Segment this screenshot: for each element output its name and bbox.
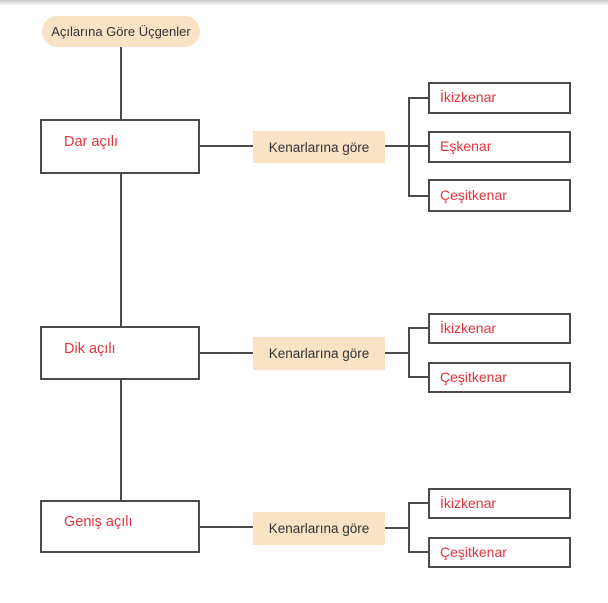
- connector-genis-to-tag: [200, 526, 253, 528]
- node-dar-acili: Dar açılı: [40, 119, 200, 174]
- page-top-shadow: [0, 0, 608, 6]
- branch-spine-1: [408, 97, 410, 197]
- connector-tag1-to-branch: [385, 145, 408, 147]
- kenarlarina-gore-tag-2-label: Kenarlarına göre: [268, 346, 370, 361]
- branch-stub-1c: [410, 195, 428, 197]
- node-cesitkenar-1: Çeşitkenar: [428, 179, 571, 212]
- node-genis-acili-label: Geniş açılı: [64, 514, 133, 530]
- node-ikizkenar-2: İkizkenar: [428, 313, 571, 344]
- connector-root-to-dar: [120, 47, 122, 119]
- connector-tag2-to-branch: [385, 352, 408, 354]
- branch-stub-3a: [410, 502, 428, 504]
- node-dik-acili: Dik açılı: [40, 326, 200, 380]
- connector-dik-to-genis: [120, 380, 122, 500]
- branch-stub-2a: [410, 327, 428, 329]
- kenarlarina-gore-tag-1-label: Kenarlarına göre: [268, 139, 370, 155]
- kenarlarina-gore-tag-3: Kenarlarına göre: [253, 512, 385, 545]
- node-ikizkenar-3: İkizkenar: [428, 488, 571, 519]
- root-node: Açılarına Göre Üçgenler: [42, 16, 200, 47]
- node-dar-acili-label: Dar açılı: [64, 134, 118, 150]
- node-cesitkenar-2: Çeşitkenar: [428, 362, 571, 393]
- node-ikizkenar-1-label: İkizkenar: [440, 89, 497, 105]
- branch-stub-1b: [410, 145, 428, 147]
- node-ikizkenar-3-label: İkizkenar: [440, 494, 497, 511]
- node-genis-acili: Geniş açılı: [40, 500, 200, 553]
- branch-spine-3: [408, 502, 410, 553]
- kenarlarina-gore-tag-2: Kenarlarına göre: [253, 337, 385, 370]
- branch-spine-2: [408, 327, 410, 378]
- connector-dar-to-dik: [120, 172, 122, 326]
- kenarlarina-gore-tag-3-label: Kenarlarına göre: [268, 521, 370, 536]
- connector-tag3-to-branch: [385, 527, 408, 529]
- node-cesitkenar-3: Çeşitkenar: [428, 537, 571, 568]
- node-cesitkenar-3-label: Çeşitkenar: [440, 543, 507, 560]
- connector-dik-to-tag: [200, 352, 253, 354]
- node-eskenar-1: Eşkenar: [428, 131, 571, 163]
- connector-dar-to-tag: [200, 145, 253, 147]
- branch-stub-3b: [410, 551, 428, 553]
- node-eskenar-1-label: Eşkenar: [440, 138, 492, 154]
- root-node-label: Açılarına Göre Üçgenler: [51, 24, 191, 39]
- kenarlarina-gore-tag-1: Kenarlarına göre: [253, 131, 385, 163]
- node-cesitkenar-2-label: Çeşitkenar: [440, 368, 507, 385]
- node-ikizkenar-1: İkizkenar: [428, 82, 571, 114]
- node-ikizkenar-2-label: İkizkenar: [440, 319, 497, 336]
- branch-stub-1a: [410, 97, 428, 99]
- branch-stub-2b: [410, 376, 428, 378]
- node-cesitkenar-1-label: Çeşitkenar: [440, 186, 507, 203]
- node-dik-acili-label: Dik açılı: [64, 340, 116, 357]
